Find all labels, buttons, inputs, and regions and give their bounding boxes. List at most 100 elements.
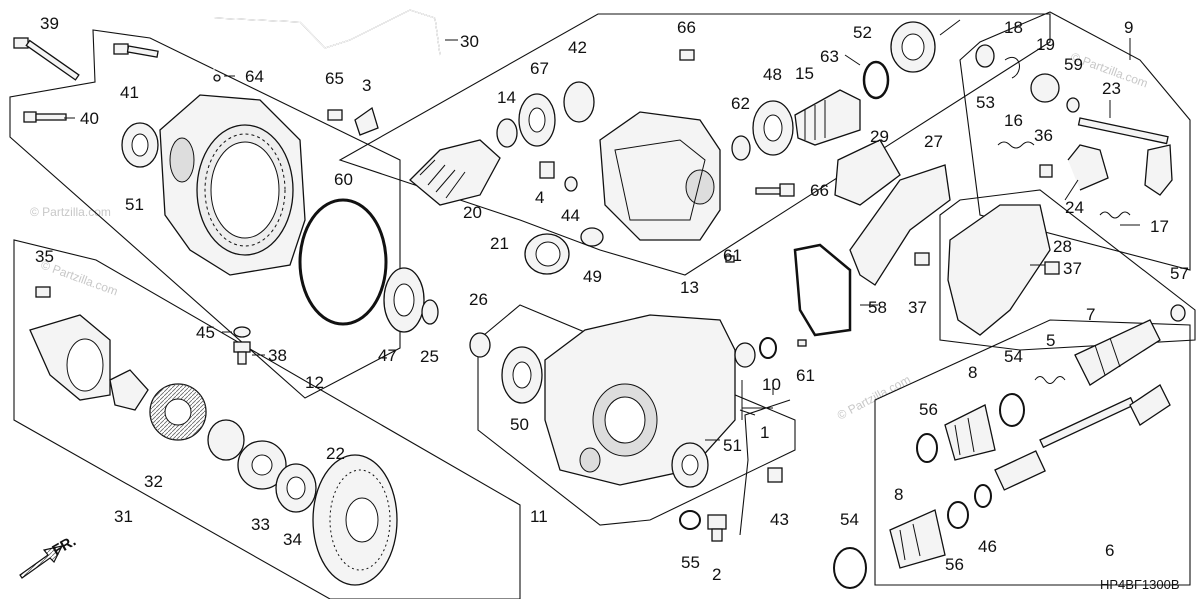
callout-58: 58	[868, 298, 887, 317]
callout-51: 51	[125, 195, 144, 214]
drive-shaft-group-box	[874, 319, 1191, 586]
callout-56: 56	[945, 555, 964, 574]
callout-62: 62	[731, 94, 750, 113]
callout-6: 6	[1105, 541, 1114, 560]
shift-fork-24	[1067, 144, 1109, 191]
watermark-text: © Partzilla.com	[835, 372, 913, 422]
callout-20: 20	[463, 203, 482, 222]
callout-32: 32	[144, 472, 163, 491]
pinion-gear-20	[409, 139, 501, 206]
bolt-36	[1039, 164, 1053, 178]
shaft-15	[794, 89, 861, 146]
ring-56a	[916, 433, 938, 463]
ring-gear-22	[312, 454, 398, 586]
callout-22: 22	[326, 444, 345, 463]
callout-13: 13	[680, 278, 699, 297]
callout-18: 18	[1004, 18, 1023, 37]
bearing-49	[580, 227, 604, 247]
callout-5: 5	[1046, 331, 1055, 350]
boot-8a	[944, 404, 996, 461]
callout-61: 61	[796, 366, 815, 385]
callout-65: 65	[325, 69, 344, 88]
callout-2: 2	[712, 565, 721, 584]
clip-64	[213, 74, 221, 82]
callout-25: 25	[420, 347, 439, 366]
shift-bracket-27	[849, 164, 951, 286]
callout-44: 44	[561, 206, 580, 225]
callout-41: 41	[120, 83, 139, 102]
front-arrow-icon	[19, 545, 64, 579]
bearing-race-42	[563, 81, 595, 123]
gasket-58	[793, 243, 852, 337]
callout-50: 50	[510, 415, 529, 434]
callout-15: 15	[795, 64, 814, 83]
callouts: 39 41 40 51 30 64 65 3 60 35 45 38 12 47…	[35, 14, 1189, 584]
callout-51: 51	[723, 436, 742, 455]
callout-10: 10	[762, 375, 781, 394]
snap-ring-63	[862, 60, 890, 100]
callout-36: 36	[1034, 126, 1053, 145]
callout-1: 1	[760, 423, 769, 442]
callout-57: 57	[1170, 264, 1189, 283]
bolt-66a	[679, 49, 695, 61]
bolt-37a	[914, 252, 930, 266]
callout-35: 35	[35, 247, 54, 266]
callout-38: 38	[268, 346, 287, 365]
ring-54b	[833, 547, 867, 589]
callout-23: 23	[1102, 79, 1121, 98]
callout-54: 54	[840, 510, 859, 529]
callout-21: 21	[490, 234, 509, 253]
callout-28: 28	[1053, 237, 1072, 256]
callout-8: 8	[968, 363, 977, 382]
drawing-code: HP4BF1300B	[1100, 577, 1180, 592]
gear-case-group-box	[477, 304, 796, 526]
drain-bolt-38	[233, 341, 251, 365]
watermark-text: © Partzilla.com	[30, 205, 111, 219]
callout-37: 37	[1063, 259, 1082, 278]
plug-2	[707, 514, 727, 542]
callout-52: 52	[853, 23, 872, 42]
callout-33: 33	[251, 515, 270, 534]
callout-24: 24	[1065, 198, 1084, 217]
callout-27: 27	[924, 132, 943, 151]
clip-57	[1170, 304, 1186, 322]
callout-29: 29	[870, 127, 889, 146]
seal-1	[734, 342, 756, 368]
washer-25	[421, 299, 439, 325]
dowel-61b	[797, 339, 807, 347]
callout-39: 39	[40, 14, 59, 33]
callout-14: 14	[497, 88, 516, 107]
bolt-41	[113, 43, 159, 58]
gear-case-13	[599, 111, 721, 241]
callout-19: 19	[1036, 35, 1055, 54]
callout-59: 59	[1064, 55, 1083, 74]
boot-8b	[889, 509, 946, 569]
shift-shaft-23	[1077, 117, 1173, 196]
bolt-40	[23, 111, 67, 123]
washer-59	[1066, 97, 1080, 113]
callout-66: 66	[677, 18, 696, 37]
o-ring-60	[298, 198, 388, 326]
callout-46: 46	[978, 537, 997, 556]
callout-66: 66	[810, 181, 829, 200]
differential-case-35	[29, 286, 111, 401]
callout-63: 63	[820, 47, 839, 66]
differential-group-box	[13, 239, 521, 599]
callout-42: 42	[568, 38, 587, 57]
group-outlines	[9, 11, 1196, 599]
circlip-62	[731, 135, 751, 161]
parts	[13, 9, 1186, 589]
callout-48: 48	[763, 65, 782, 84]
callout-47: 47	[378, 346, 397, 365]
boot-7	[1074, 319, 1161, 386]
callout-40: 40	[80, 109, 99, 128]
callout-60: 60	[334, 170, 353, 189]
callout-16: 16	[1004, 111, 1023, 130]
callout-34: 34	[283, 530, 302, 549]
spider-gear	[109, 369, 149, 411]
callout-11: 11	[530, 507, 548, 526]
callout-61: 61	[723, 246, 742, 265]
ring-56b	[947, 501, 969, 529]
callout-43: 43	[770, 510, 789, 529]
